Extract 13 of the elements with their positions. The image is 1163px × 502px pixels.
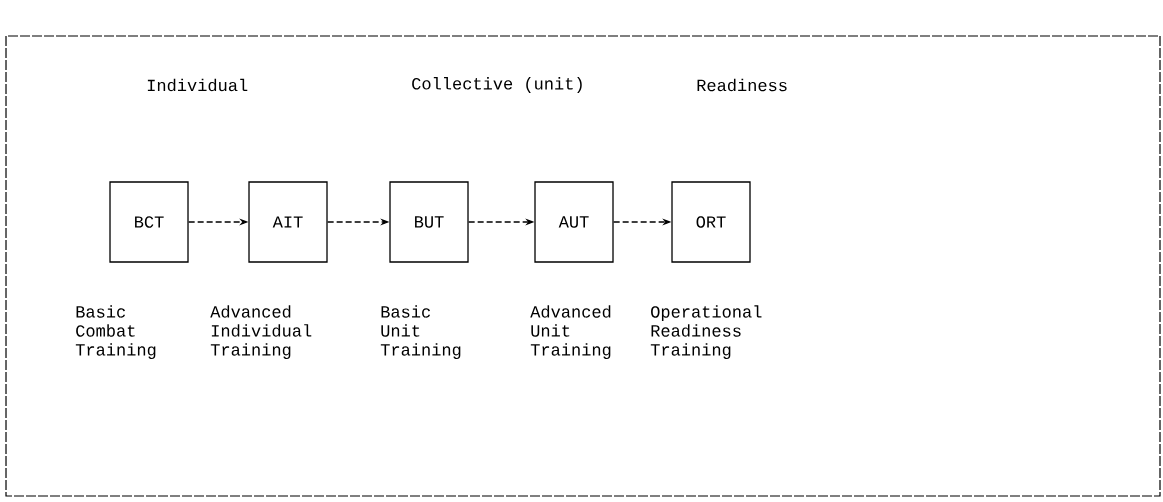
heading-text: Collective (unit) <box>412 77 582 93</box>
caption-text: Operational Readiness Training <box>650 305 762 359</box>
heading-text: Individual <box>147 78 248 92</box>
heading-text: Readiness <box>697 78 787 92</box>
caption-text: Basic Combat Training <box>75 305 156 359</box>
process-box: AUT <box>534 181 614 263</box>
caption-text: Advanced Individual Training <box>210 305 312 359</box>
process-box: BUT <box>389 181 469 263</box>
process-box: ORT <box>671 181 751 263</box>
caption-text: Advanced Unit Training <box>530 305 611 359</box>
caption-text: Basic Unit Training <box>380 305 461 359</box>
process-box: BCT <box>109 181 189 263</box>
process-box: AIT <box>248 181 328 263</box>
